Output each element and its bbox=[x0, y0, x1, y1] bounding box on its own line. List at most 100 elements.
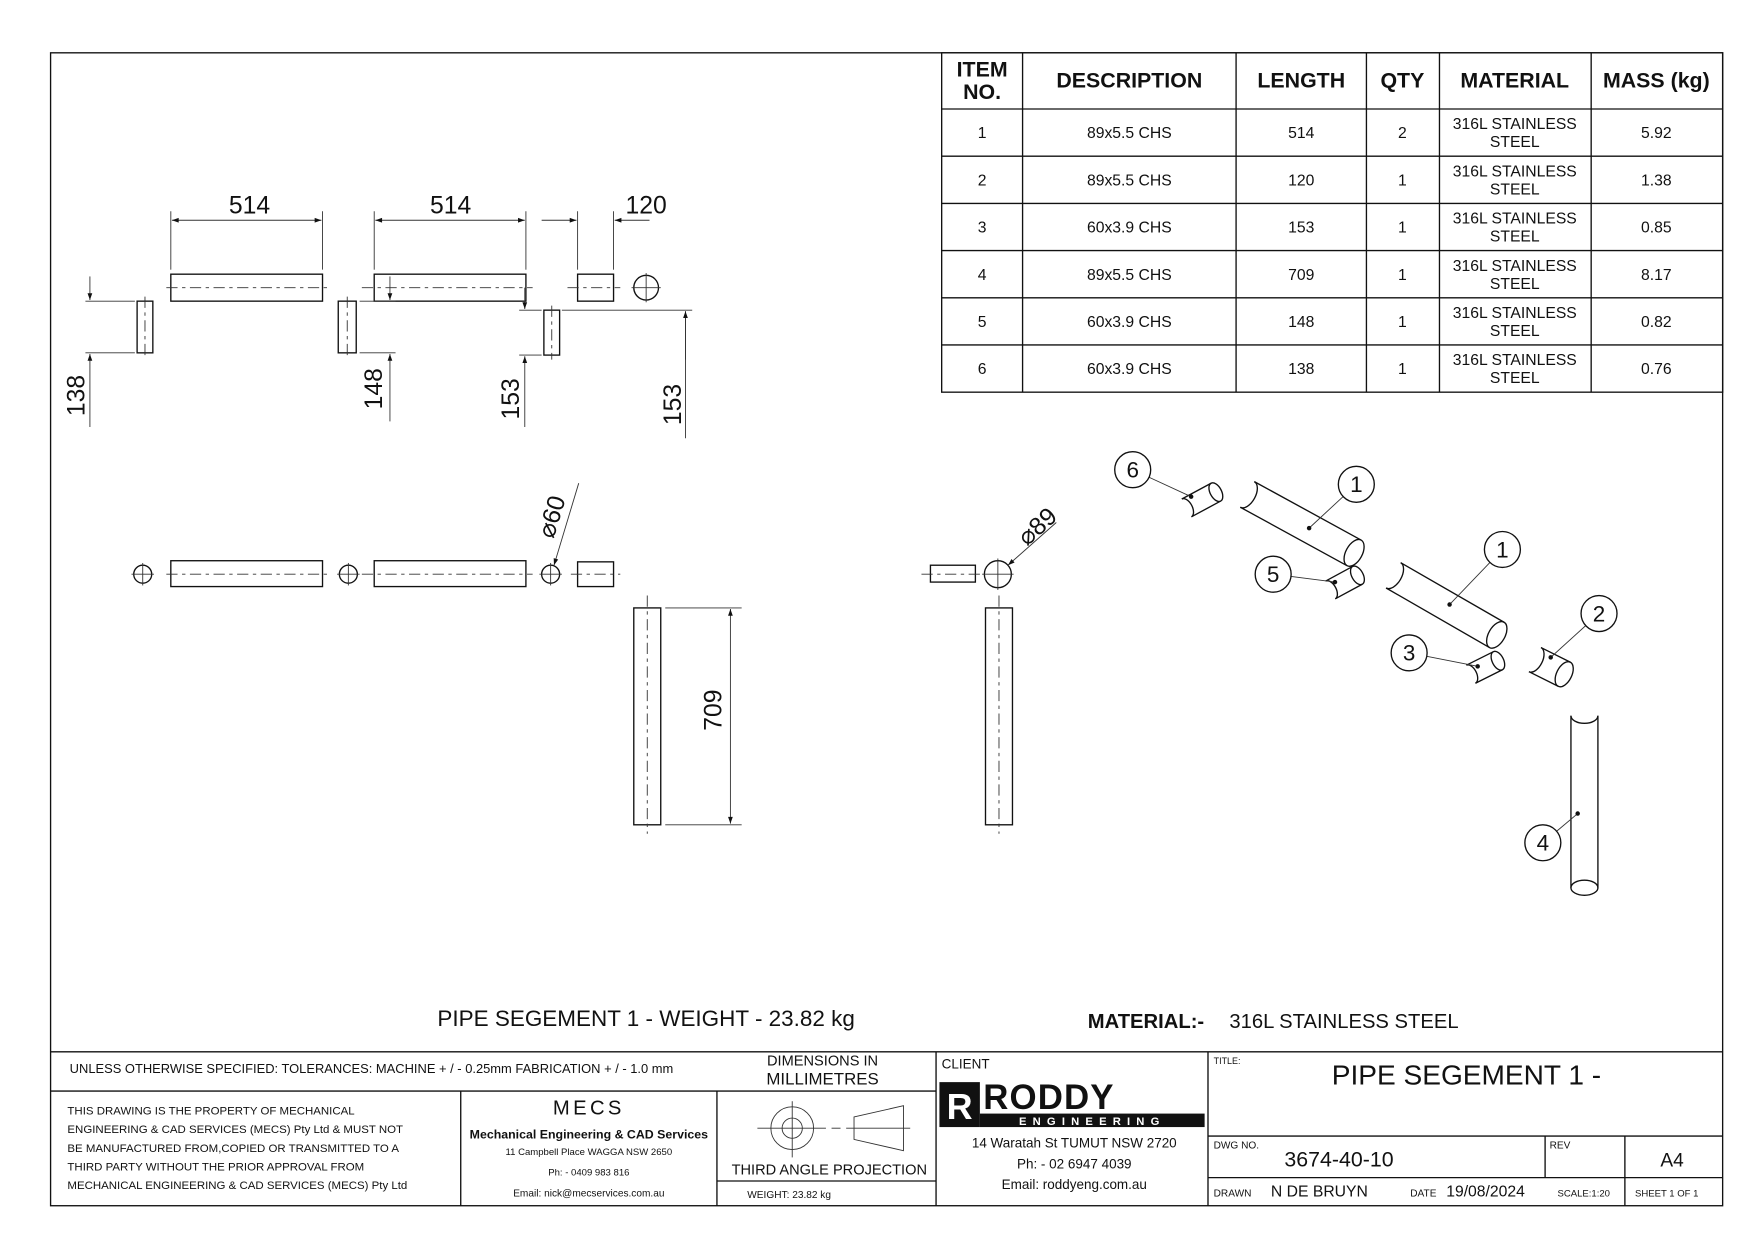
bom-cell-material: 316L STAINLESS bbox=[1453, 352, 1577, 369]
dimension-120: 120 bbox=[626, 193, 667, 220]
dwg-no: 3674-40-10 bbox=[1284, 1147, 1393, 1171]
bom-cell-item-no: 3 bbox=[978, 220, 987, 237]
property-notice-line: THIRD PARTY WITHOUT THE PRIOR APPROVAL F… bbox=[67, 1161, 364, 1173]
mecs-phone: Ph: - 0409 983 816 bbox=[548, 1167, 629, 1178]
property-notice-line: THIS DRAWING IS THE PROPERTY OF MECHANIC… bbox=[67, 1106, 354, 1118]
bom-cell-material-2: STEEL bbox=[1490, 181, 1540, 198]
bom-cell-material-2: STEEL bbox=[1490, 370, 1540, 387]
rev-label: REV bbox=[1550, 1140, 1571, 1151]
bom-cell-length: 709 bbox=[1288, 267, 1314, 284]
dimension-148: 148 bbox=[361, 368, 388, 409]
orthographic-views: 514 514 120 138 148 153 153 ⌀60 bbox=[63, 193, 1063, 834]
weight-note: PIPE SEGEMENT 1 - WEIGHT - 23.82 kg bbox=[437, 1006, 854, 1031]
bom-cell-description: 89x5.5 CHS bbox=[1087, 267, 1172, 284]
header-item-no: ITEM bbox=[957, 57, 1008, 81]
bom-cell-material: 316L STAINLESS bbox=[1453, 305, 1577, 322]
header-item-no-2: NO. bbox=[963, 80, 1001, 104]
scale: SCALE:1:20 bbox=[1557, 1189, 1610, 1200]
bom-cell-mass: 5.92 bbox=[1641, 125, 1672, 142]
mecs-name: Mechanical Engineering & CAD Services bbox=[470, 1127, 708, 1141]
drawn-label: DRAWN bbox=[1214, 1189, 1252, 1200]
engineering-wordmark: ENGINEERING bbox=[1019, 1116, 1166, 1128]
date-label: DATE bbox=[1410, 1189, 1436, 1200]
item-balloon: 3 bbox=[1390, 634, 1480, 672]
bom-cell-material: 316L STAINLESS bbox=[1453, 163, 1577, 180]
bom-cell-length: 153 bbox=[1288, 220, 1314, 237]
bom-cell-item-no: 2 bbox=[978, 172, 987, 189]
bom-cell-item-no: 4 bbox=[978, 267, 987, 284]
balloon-number: 6 bbox=[1126, 458, 1139, 483]
mecs-logo: MECS bbox=[553, 1098, 625, 1120]
bom-cell-qty: 1 bbox=[1398, 267, 1407, 284]
bom-cell-description: 60x3.9 CHS bbox=[1087, 361, 1172, 378]
bom-cell-length: 514 bbox=[1288, 125, 1314, 142]
dimension-diameter-60: ⌀60 bbox=[533, 493, 571, 541]
bom-cell-description: 89x5.5 CHS bbox=[1087, 172, 1172, 189]
material-value: 316L STAINLESS STEEL bbox=[1229, 1011, 1458, 1033]
dimension-709: 709 bbox=[700, 690, 727, 731]
third-angle-projection-label: THIRD ANGLE PROJECTION bbox=[732, 1162, 927, 1178]
bom-cell-length: 120 bbox=[1288, 172, 1314, 189]
bom-cell-qty: 1 bbox=[1398, 172, 1407, 189]
bom-cell-material-2: STEEL bbox=[1490, 276, 1540, 293]
balloon-number: 5 bbox=[1267, 562, 1280, 587]
dwg-no-label: DWG NO. bbox=[1214, 1140, 1260, 1151]
title-block: UNLESS OTHERWISE SPECIFIED: TOLERANCES: … bbox=[50, 1051, 1723, 1206]
drawn-by: N DE BRUYN bbox=[1271, 1184, 1368, 1201]
third-angle-projection-symbol bbox=[757, 1101, 911, 1158]
date-value: 19/08/2024 bbox=[1446, 1184, 1525, 1201]
pipe-cylinder bbox=[1181, 482, 1224, 518]
bom-cell-description: 60x3.9 CHS bbox=[1087, 220, 1172, 237]
bom-cell-qty: 2 bbox=[1398, 125, 1407, 142]
bom-cell-material-2: STEEL bbox=[1490, 229, 1540, 246]
tolerances-note: UNLESS OTHERWISE SPECIFIED: TOLERANCES: … bbox=[70, 1061, 674, 1076]
dimension-138: 138 bbox=[63, 375, 90, 416]
dimension-diameter-89: ⌀89 bbox=[1013, 503, 1063, 551]
property-notice-line: MECHANICAL ENGINEERING & CAD SERVICES (M… bbox=[67, 1180, 407, 1192]
dimension-514-a: 514 bbox=[229, 193, 270, 220]
pipe-cylinder bbox=[1385, 562, 1508, 649]
millimetres-label: MILLIMETRES bbox=[766, 1069, 878, 1088]
dimension-514-b: 514 bbox=[430, 193, 471, 220]
bom-cell-qty: 1 bbox=[1398, 361, 1407, 378]
pipe-cylinder bbox=[1466, 650, 1506, 684]
item-balloon: 4 bbox=[1524, 811, 1580, 862]
balloon-number: 1 bbox=[1350, 472, 1363, 497]
title-label: TITLE: bbox=[1214, 1056, 1241, 1066]
bom-cell-material-2: STEEL bbox=[1490, 323, 1540, 340]
balloon-number: 3 bbox=[1403, 641, 1416, 666]
sheet-number: SHEET 1 OF 1 bbox=[1635, 1189, 1699, 1200]
svg-text:R: R bbox=[947, 1086, 973, 1127]
bom-cell-mass: 8.17 bbox=[1641, 267, 1672, 284]
bom-cell-item-no: 6 bbox=[978, 361, 987, 378]
dimension-153-b: 153 bbox=[660, 384, 687, 425]
bom-cell-item-no: 1 bbox=[978, 125, 987, 142]
property-notice-line: BE MANUFACTURED FROM,COPIED OR TRANSMITT… bbox=[67, 1143, 399, 1155]
header-material: MATERIAL bbox=[1460, 69, 1569, 93]
item-balloon: 5 bbox=[1254, 555, 1338, 593]
client-label: CLIENT bbox=[942, 1057, 990, 1072]
mecs-email: Email: nick@mecservices.com.au bbox=[513, 1189, 664, 1200]
item-balloon: 1 bbox=[1306, 465, 1375, 531]
mecs-address: 11 Campbell Place WAGGA NSW 2650 bbox=[506, 1147, 673, 1158]
material-label: MATERIAL:- bbox=[1088, 1011, 1204, 1033]
dimension-153-a: 153 bbox=[498, 378, 525, 419]
bom-cell-mass: 0.85 bbox=[1641, 220, 1672, 237]
item-balloon: 6 bbox=[1114, 451, 1194, 499]
roddy-engineering-logo: R RODDY ENGINEERING bbox=[939, 1078, 1205, 1128]
item-balloon: 1 bbox=[1447, 530, 1522, 607]
header-description: DESCRIPTION bbox=[1056, 69, 1202, 93]
bill-of-materials-table: ITEM NO. DESCRIPTION LENGTH QTY MATERIAL… bbox=[941, 52, 1724, 393]
client-phone: Ph: - 02 6947 4039 bbox=[1017, 1157, 1132, 1172]
bom-cell-mass: 0.76 bbox=[1641, 361, 1672, 378]
bom-cell-material: 316L STAINLESS bbox=[1453, 258, 1577, 275]
bom-cell-mass: 0.82 bbox=[1641, 314, 1672, 331]
